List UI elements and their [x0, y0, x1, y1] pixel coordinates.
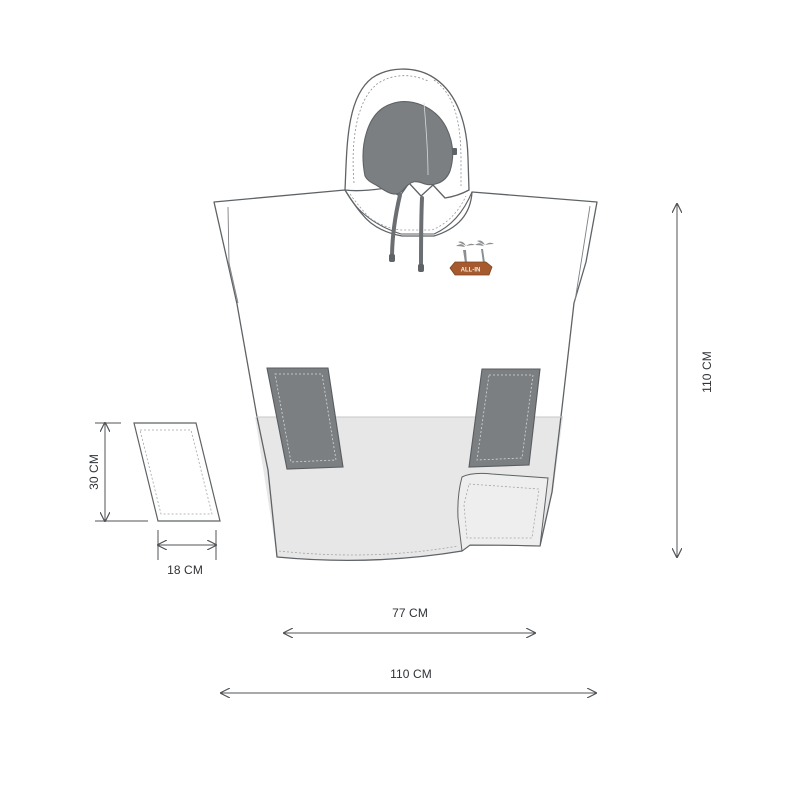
chest-width-label: 77 CM	[392, 606, 428, 620]
right-side-seam	[574, 205, 591, 302]
drawstring-left	[390, 193, 402, 260]
total-height-label: 110 CM	[700, 351, 714, 393]
right-pocket	[468, 368, 541, 468]
brand-badge-text: ALL-IN	[461, 268, 481, 274]
drawstring-right	[419, 196, 424, 270]
hem-stitch	[278, 545, 459, 556]
pocket-detail-stitch	[139, 429, 213, 515]
poncho-body	[213, 189, 598, 562]
palm-tree-icon	[456, 240, 494, 263]
corner-flap	[457, 472, 549, 552]
left-pocket	[266, 367, 344, 470]
hood-seam-right	[433, 79, 462, 186]
left-pocket-stitch	[274, 373, 337, 463]
right-pocket-stitch	[476, 374, 534, 461]
brand-badge: ALL-IN	[449, 261, 493, 276]
total-width-label: 110 CM	[390, 667, 432, 681]
pocket-height-label: 30 CM	[87, 454, 101, 490]
hood-center-seam	[423, 102, 429, 176]
hood-opening	[362, 101, 454, 195]
hood-seam-left	[352, 75, 429, 184]
drawstring-tip-right	[418, 264, 424, 272]
corner-flap-stitch	[463, 483, 540, 539]
left-side-seam	[227, 206, 239, 304]
pocket-detail-outline	[133, 422, 221, 522]
drawstring-tip-left	[389, 254, 395, 262]
pocket-width-label: 18 CM	[167, 563, 203, 577]
collar-outline	[344, 189, 473, 235]
collar-inner-line	[349, 193, 467, 231]
drawcord-toggle	[452, 148, 457, 155]
